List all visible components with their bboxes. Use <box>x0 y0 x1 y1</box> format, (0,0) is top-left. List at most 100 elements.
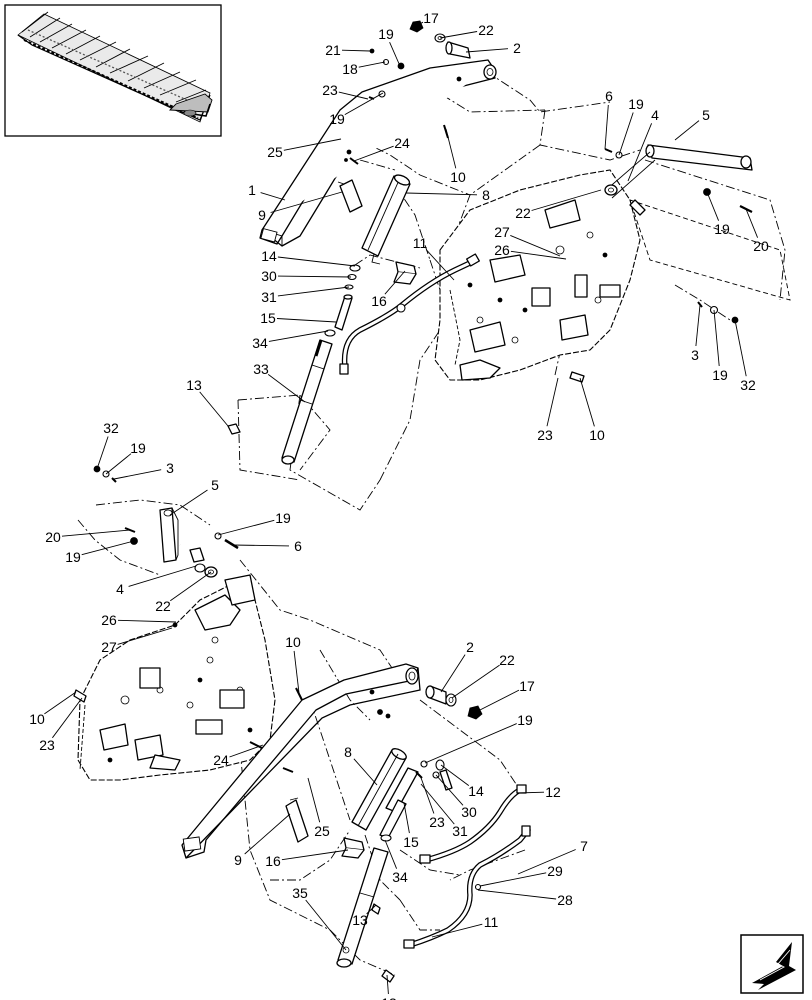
callout-number: 19 <box>65 549 81 565</box>
callout-number: 20 <box>753 238 769 254</box>
callout-number: 3 <box>691 347 699 363</box>
callout-number: 19 <box>275 510 291 526</box>
callout-c-25b: 25 <box>307 777 330 839</box>
callout-leader-line <box>96 436 109 470</box>
callout-leader-line <box>277 286 350 297</box>
callout-c-22d: 22 <box>451 652 515 699</box>
upper-bracket-9 <box>337 179 363 213</box>
lower-hardware-14-30-31-23 <box>415 759 453 791</box>
header-overview-image <box>17 11 213 123</box>
callout-c-23a: 23 <box>322 82 369 100</box>
callout-c-10c: 10 <box>285 634 301 694</box>
callout-c-15b: 15 <box>403 802 419 850</box>
callout-leader-line <box>627 123 653 182</box>
callout-leader-line <box>113 469 162 480</box>
callout-leader-line <box>475 689 520 713</box>
callout-number: 10 <box>29 711 45 727</box>
callout-c-34a: 34 <box>252 330 329 351</box>
next-page-arrow-icon[interactable] <box>740 934 804 994</box>
callout-leader-line <box>384 839 398 869</box>
callout-leader-line <box>267 374 306 403</box>
callout-c-4b: 4 <box>116 565 197 597</box>
callout-number: 22 <box>155 598 171 614</box>
callout-leader-line <box>293 650 300 694</box>
callout-c-32b: 32 <box>96 420 119 470</box>
callout-leader-line <box>276 318 337 323</box>
callout-c-13c: 13 <box>381 974 397 1000</box>
callout-number: 13 <box>186 377 202 393</box>
callout-number: 23 <box>429 814 445 830</box>
callout-number: 24 <box>213 752 229 768</box>
callout-number: 14 <box>261 248 277 264</box>
callout-number: 11 <box>413 235 428 251</box>
callout-leader-line <box>405 192 478 196</box>
callout-leader-line <box>344 92 384 115</box>
callout-leader-line <box>353 145 394 162</box>
callout-leader-line <box>199 391 229 427</box>
callout-c-19b: 19 <box>329 92 384 127</box>
callout-leader-line <box>618 112 634 156</box>
lower-bracket-16 <box>341 837 365 859</box>
callout-number: 22 <box>515 205 531 221</box>
callout-c-10a: 10 <box>445 128 466 185</box>
callout-c-13b: 13 <box>352 904 377 928</box>
callout-c-19g: 19 <box>65 540 135 565</box>
callout-c-29: 29 <box>479 863 563 887</box>
callout-number: 26 <box>101 612 117 628</box>
callout-c-14b: 14 <box>440 764 484 799</box>
callout-leader-line <box>170 571 212 602</box>
callout-number: 30 <box>261 268 277 284</box>
callout-c-23c: 23 <box>39 697 83 753</box>
callout-c-11a: 11 <box>413 235 455 281</box>
callout-number: 21 <box>325 42 341 58</box>
callout-leader-line <box>419 774 435 814</box>
callout-number: 10 <box>285 634 301 650</box>
callout-number: 17 <box>519 678 535 694</box>
lower-lift-arm <box>181 663 421 859</box>
callout-number: 13 <box>381 995 397 1000</box>
callout-number: 6 <box>294 538 302 554</box>
callout-leader-line <box>425 249 455 281</box>
callout-leader-line <box>531 189 602 211</box>
callout-c-21a: 21 <box>325 42 371 58</box>
callout-leader-line <box>52 697 83 739</box>
callout-leader-line <box>117 627 173 645</box>
callout-c-12: 12 <box>516 784 561 800</box>
callout-number: 14 <box>468 783 484 799</box>
callout-number: 9 <box>258 207 266 223</box>
callout-number: 25 <box>314 823 330 839</box>
callout-leader-line <box>366 904 377 915</box>
callout-number: 27 <box>494 224 510 240</box>
callout-leader-line <box>445 128 457 169</box>
callout-leader-line <box>440 764 470 786</box>
callout-number: 27 <box>101 639 117 655</box>
callout-c-22a: 22 <box>439 22 494 39</box>
callout-c-4a: 4 <box>627 107 659 182</box>
callout-leader-line <box>341 49 371 52</box>
callout-number: 17 <box>423 10 439 26</box>
callout-leader-line <box>61 529 131 537</box>
callout-leader-line <box>268 330 329 342</box>
callout-number: 11 <box>484 914 499 930</box>
upper-cylinder-8 <box>361 174 411 265</box>
callout-leader-line <box>424 723 517 764</box>
callout-number: 8 <box>344 744 352 760</box>
callout-leader-line <box>307 777 321 823</box>
thumbnail-inset <box>4 4 222 137</box>
callout-c-7: 7 <box>517 838 588 875</box>
callout-c-3a: 3 <box>691 304 701 363</box>
callout-number: 23 <box>322 82 338 98</box>
callout-number: 31 <box>261 289 277 305</box>
callout-c-20b: 20 <box>45 529 131 545</box>
callout-leader-line <box>277 256 356 267</box>
callout-c-19i: 19 <box>424 712 533 764</box>
callout-c-25a: 25 <box>267 138 342 160</box>
callout-number: 3 <box>166 460 174 476</box>
callout-number: 2 <box>466 639 474 655</box>
callout-c-16a: 16 <box>371 270 406 309</box>
callout-leader-line <box>105 453 132 475</box>
callout-leader-line <box>546 377 559 427</box>
callout-number: 1 <box>248 182 256 198</box>
